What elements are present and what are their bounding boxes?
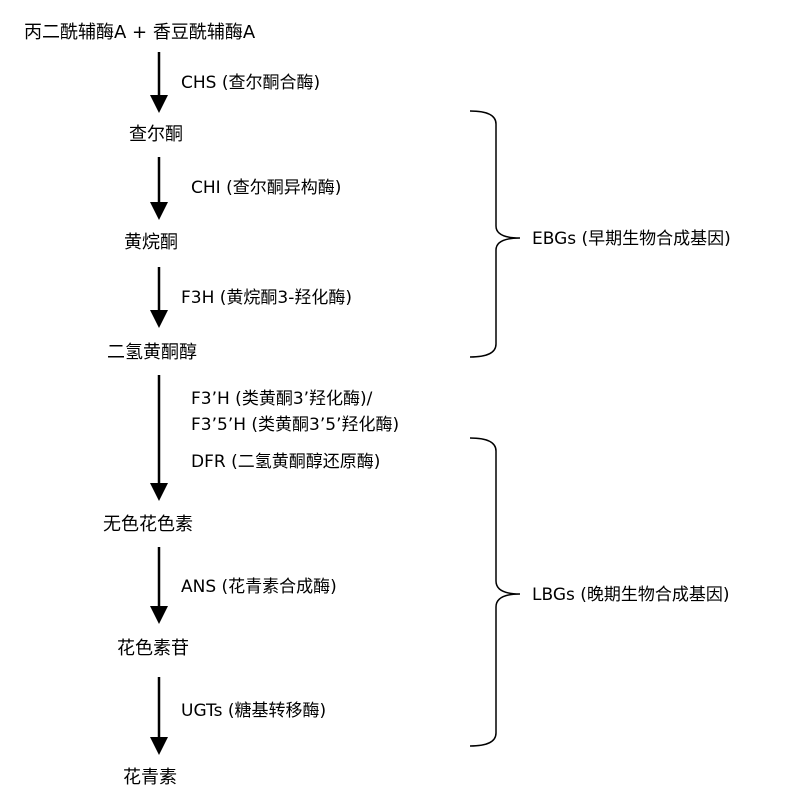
arrow-leucoanthocyanidin-to-anthocyanidin-glycoside: [150, 547, 168, 624]
lbgs-brace: [469, 437, 521, 747]
ebgs-brace: [469, 110, 521, 358]
dihydroflavonol-label: 二氢黄酮醇: [107, 342, 197, 363]
enzyme-dfr-label: DFR (二氢黄酮醇还原酶): [191, 452, 381, 472]
anthocyanidin-glycoside-label: 花色素苷: [117, 638, 189, 659]
anthocyanin-label: 花青素: [123, 767, 177, 788]
arrow-flavanone-to-dihydroflavonol: [150, 267, 168, 328]
arrow-dihydroflavonol-to-leucoanthocyanidin: [150, 375, 168, 501]
flavanone-label: 黄烷酮: [124, 232, 178, 253]
enzyme-ugts-label: UGTs (糖基转移酶): [181, 701, 327, 721]
arrow-chalcone-to-flavanone: [150, 157, 168, 220]
arrow-substrates-to-chalcone: [150, 52, 168, 113]
leucoanthocyanidin-label: 无色花色素: [103, 514, 193, 535]
enzyme-f3ph-label: F3’H (类黄酮3’羟化酶)/: [191, 389, 373, 409]
lbgs-label: LBGs (晚期生物合成基因): [532, 585, 730, 605]
arrow-anthocyanidin-glycoside-to-anthocyanin: [150, 677, 168, 755]
enzyme-f3h-label: F3H (黄烷酮3-羟化酶): [181, 288, 352, 308]
enzyme-chi-label: CHI (查尔酮异构酶): [191, 178, 342, 198]
enzyme-chs-label: CHS (查尔酮合酶): [181, 73, 321, 93]
substrates-label: 丙二酰辅酶A + 香豆酰辅酶A: [24, 22, 256, 43]
ebgs-label: EBGs (早期生物合成基因): [532, 229, 731, 249]
enzyme-ans-label: ANS (花青素合成酶): [181, 577, 337, 597]
enzyme-f35h-label: F3’5’H (类黄酮3’5’羟化酶): [191, 415, 400, 435]
chalcone-label: 查尔酮: [129, 124, 183, 145]
